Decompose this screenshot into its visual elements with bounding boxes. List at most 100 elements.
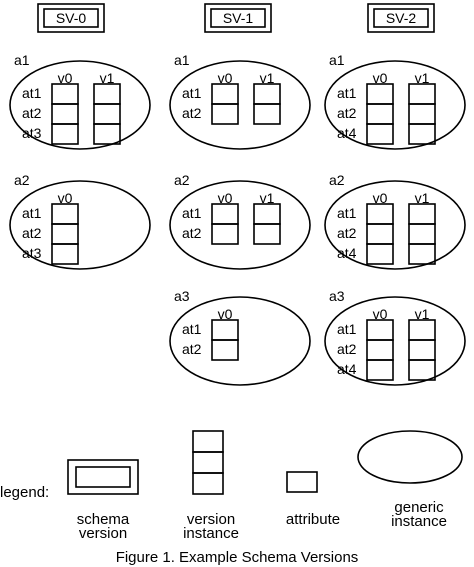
attribute-cell — [93, 123, 121, 145]
version-label: v0 — [58, 70, 73, 86]
attribute-label: at1 — [182, 321, 202, 337]
legend-version-instance-label: instance — [183, 525, 239, 542]
version-label: v0 — [373, 190, 388, 206]
legend-title: legend: — [0, 484, 49, 501]
version-instance — [253, 203, 281, 245]
legend-generic-instance-symbol — [357, 430, 463, 484]
instance-ellipse — [324, 180, 466, 270]
attribute-label: at3 — [22, 245, 42, 261]
attribute-cell — [51, 243, 79, 265]
attribute-cell — [366, 123, 394, 145]
attribute-cell — [366, 319, 394, 341]
attribute-cell — [366, 243, 394, 265]
attribute-cell — [93, 103, 121, 125]
instance-ellipse — [324, 296, 466, 386]
attribute-cell — [253, 83, 281, 105]
version-label: v0 — [373, 306, 388, 322]
instance-name: a1 — [174, 52, 190, 68]
attribute-cell — [408, 359, 436, 381]
version-label: v0 — [218, 306, 233, 322]
attribute-label: at4 — [337, 125, 357, 141]
legend-generic-instance-label: instance — [391, 513, 447, 530]
version-instance — [366, 203, 394, 265]
legend-version-instance-cell — [192, 472, 224, 495]
instance-name: a2 — [14, 172, 30, 188]
version-instance — [211, 83, 239, 125]
version-instance — [408, 319, 436, 381]
generic-instance: a2 v0 at1 at2 at3 — [9, 172, 151, 270]
attribute-label: at1 — [337, 205, 357, 221]
figure-caption: Figure 1. Example Schema Versions — [116, 549, 359, 566]
version-label: v1 — [415, 190, 430, 206]
version-label: v0 — [218, 190, 233, 206]
attribute-cell — [408, 339, 436, 361]
attribute-cell — [211, 203, 239, 225]
version-instance — [408, 203, 436, 265]
instance-name: a2 — [174, 172, 190, 188]
attribute-cell — [408, 319, 436, 341]
attribute-cell — [253, 203, 281, 225]
instance-ellipse — [169, 296, 311, 386]
attribute-cell — [366, 223, 394, 245]
instance-name: a2 — [329, 172, 345, 188]
instance-name: a3 — [174, 288, 190, 304]
attribute-cell — [51, 103, 79, 125]
legend-generic-instance-label: generic — [394, 499, 444, 516]
attribute-cell — [211, 223, 239, 245]
attribute-cell — [408, 83, 436, 105]
version-label: v0 — [218, 70, 233, 86]
instance-name: a1 — [329, 52, 345, 68]
attribute-label: at4 — [337, 361, 357, 377]
attribute-cell — [51, 203, 79, 225]
legend-schema-version-symbol — [67, 459, 139, 495]
version-instance — [51, 203, 79, 265]
attribute-cell — [408, 123, 436, 145]
instance-ellipse — [324, 60, 466, 150]
attribute-label: at4 — [337, 245, 357, 261]
attribute-cell — [408, 103, 436, 125]
attribute-cell — [211, 319, 239, 341]
schema-version-box: SV-2 — [367, 3, 435, 33]
attribute-cell — [51, 83, 79, 105]
instance-ellipse — [9, 60, 151, 150]
version-instance — [253, 83, 281, 125]
schema-version-label: SV-1 — [223, 10, 254, 26]
attribute-label: at2 — [337, 105, 357, 121]
attribute-cell — [253, 103, 281, 125]
version-instance — [211, 203, 239, 245]
version-instance — [211, 319, 239, 361]
version-label: v1 — [260, 70, 275, 86]
attribute-cell — [366, 83, 394, 105]
instance-ellipse — [169, 60, 311, 150]
version-instance — [366, 319, 394, 381]
attribute-cell — [366, 103, 394, 125]
attribute-label: at1 — [22, 205, 42, 221]
attribute-label: at2 — [182, 105, 202, 121]
attribute-cell — [253, 223, 281, 245]
version-instance — [93, 83, 121, 145]
attribute-label: at1 — [182, 205, 202, 221]
attribute-cell — [93, 83, 121, 105]
attribute-label: at2 — [22, 225, 42, 241]
legend-version-instance-cell — [192, 430, 224, 453]
legend: legend:schemaversionversioninstanceattri… — [0, 430, 463, 542]
attribute-cell — [51, 223, 79, 245]
attribute-cell — [366, 359, 394, 381]
attribute-cell — [408, 223, 436, 245]
schema-version-label: SV-0 — [56, 10, 87, 26]
legend-version-instance-cell — [192, 451, 224, 474]
schema-version-box: SV-1 — [204, 3, 272, 33]
legend-attribute-label: attribute — [286, 511, 340, 528]
version-label: v0 — [58, 190, 73, 206]
version-instance — [366, 83, 394, 145]
version-label: v1 — [415, 70, 430, 86]
instance-ellipse — [9, 180, 151, 270]
version-label: v1 — [415, 306, 430, 322]
legend-version-instance-label: version — [187, 511, 235, 528]
attribute-label: at1 — [337, 321, 357, 337]
